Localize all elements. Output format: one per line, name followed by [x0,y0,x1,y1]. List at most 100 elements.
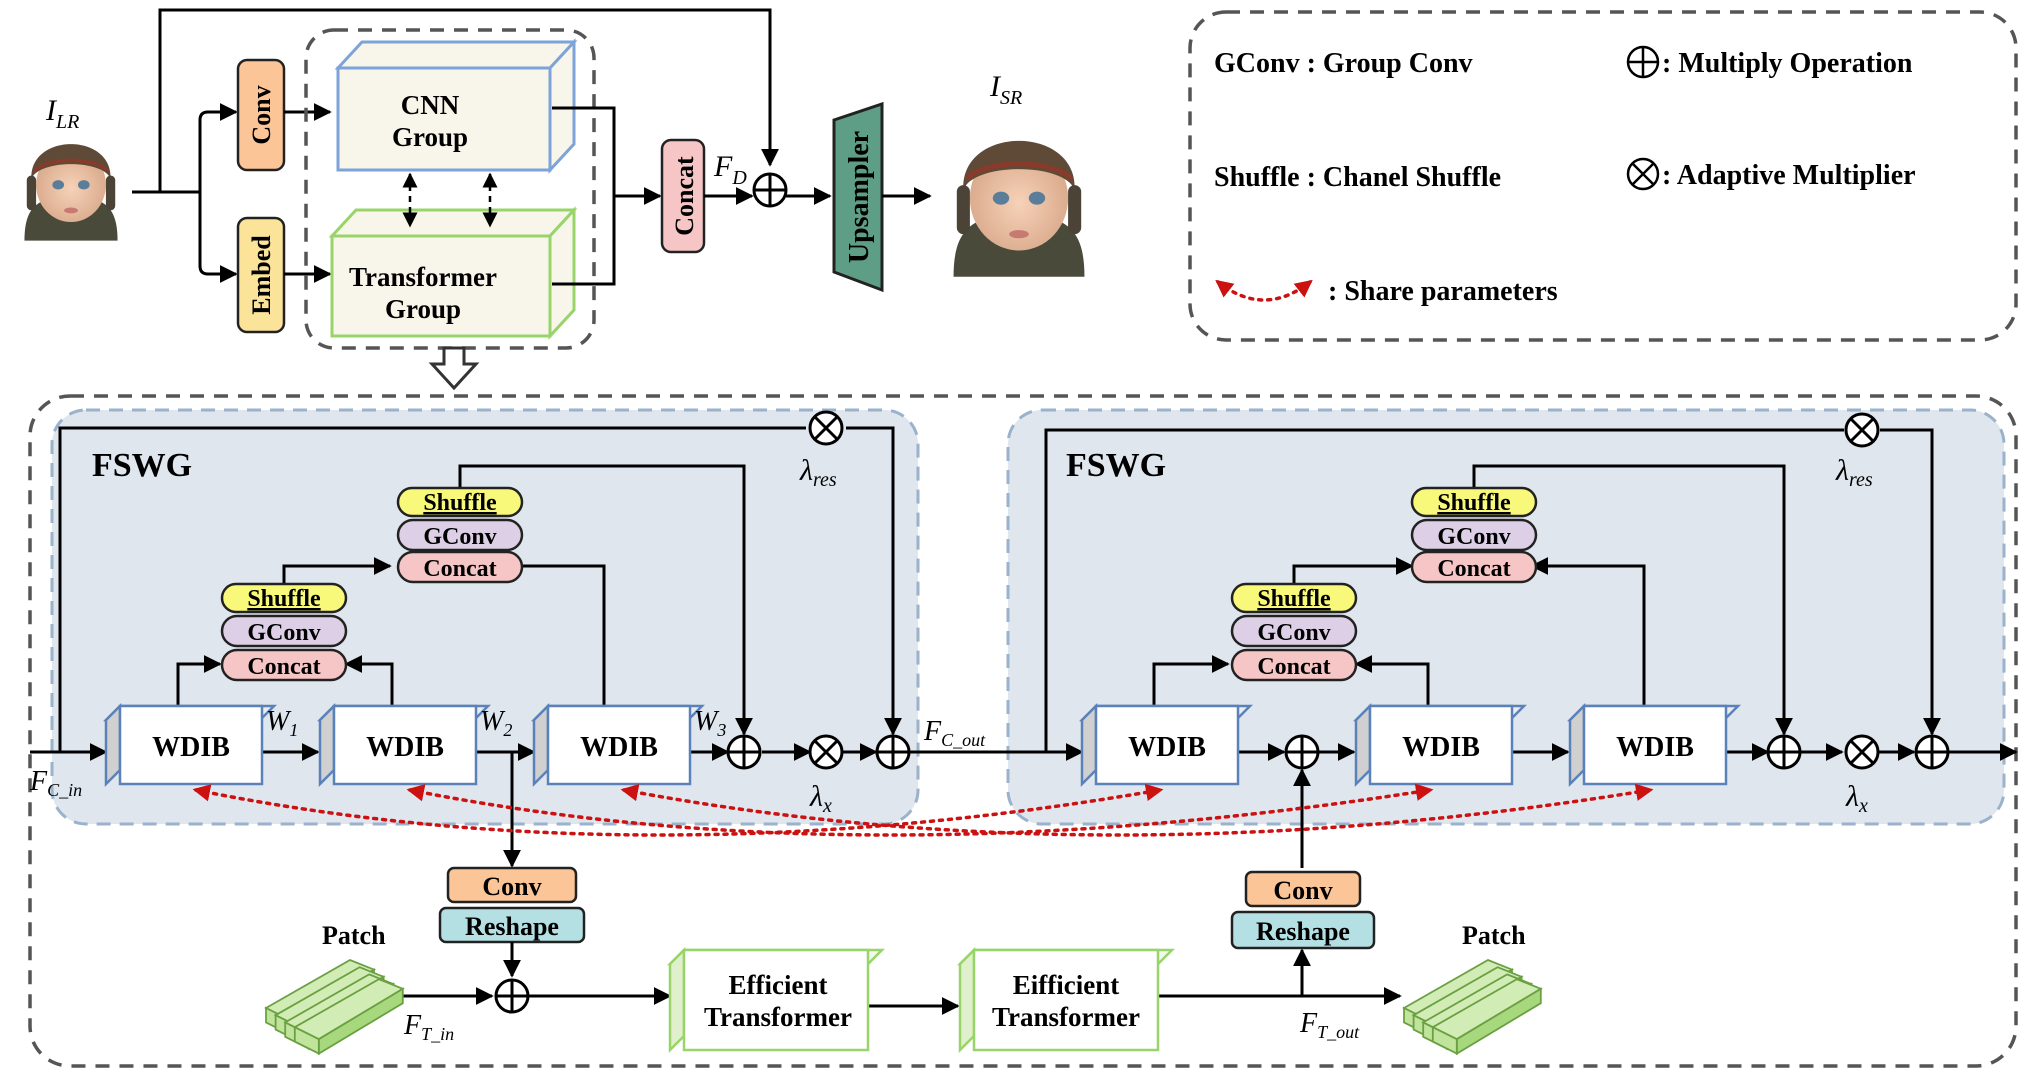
right-reshape-block: Reshape [1230,910,1376,950]
svg-text:Efficient: Efficient [729,970,828,1000]
left-add-node-1 [726,734,762,770]
svg-text:Shuffle: Shuffle [1257,586,1331,612]
right-add-node-1 [1766,734,1802,770]
legend-adaptive: : Adaptive Multiplier [1662,160,1916,191]
left-w3: W3 [694,706,726,740]
left-lambda-res: λres [799,454,837,491]
left-stack-2: Shuffle GConv Concat [396,486,524,584]
fc-out-label: FC_out [923,716,986,750]
efficient-transformer-1: Efficient Transformer [666,946,886,1054]
right-stack-1: Shuffle GConv Concat [1230,582,1358,682]
right-wdib-1: WDIB [1078,702,1254,788]
share-parameter-links [192,783,1654,837]
right-add-node-2 [1914,734,1950,770]
svg-text:GConv: GConv [423,524,496,550]
svg-text:GConv: GConv [247,620,320,646]
left-wdib-2: WDIB [316,702,492,788]
left-conv-block: Conv [446,866,578,904]
svg-text:Shuffle: Shuffle [247,586,321,612]
fswg-right-container [1006,408,2006,826]
svg-text:WDIB: WDIB [366,732,444,763]
legend-multiply: : Multiply Operation [1662,48,1913,79]
svg-text:CNN: CNN [401,90,460,120]
legend-gconv: GConv : Group Conv [1214,48,1473,79]
legend-shuffle: Shuffle : Chanel Shuffle [1214,162,1501,193]
left-w2: W2 [480,706,512,740]
right-x-multiplier [1844,734,1880,770]
input-branch-lines [132,8,779,283]
bottom-panel [28,394,2018,1068]
right-lambda-res: λres [1835,454,1873,491]
fswg-right-title: FSWG [1066,447,1166,484]
left-reshape-block: Reshape [438,906,586,944]
ft-out-label: FT_out [1299,1008,1360,1042]
svg-text:Group: Group [392,122,468,152]
svg-text:Shuffle: Shuffle [1437,490,1511,516]
svg-text:GConv: GConv [1257,620,1330,646]
svg-text:Concat: Concat [1437,556,1510,582]
legend-share-icon [1215,279,1313,302]
lr-input-image [12,115,130,243]
legend-plus-icon [1626,45,1660,79]
left-add-node-2 [875,734,911,770]
svg-text:Transformer: Transformer [349,262,497,292]
svg-text:WDIB: WDIB [1616,732,1694,763]
svg-text:Concat: Concat [423,556,496,582]
svg-text:Concat: Concat [670,156,699,236]
svg-text:WDIB: WDIB [1402,732,1480,763]
left-stack-1: Shuffle GConv Concat [220,582,348,682]
svg-text:Reshape: Reshape [1256,917,1350,946]
embed-block: Embed [236,216,286,334]
right-add-node-0 [1284,734,1320,770]
left-wdib-1: WDIB [102,702,278,788]
svg-text:WDIB: WDIB [1128,732,1206,763]
sr-output-image [937,100,1101,280]
svg-text:Conv: Conv [1273,876,1332,905]
right-lambda-x: λx [1845,780,1868,817]
left-res-multiplier [808,410,844,446]
ft-in-label: FT_in [403,1010,454,1044]
upsampler-block: Upsampler [832,101,884,293]
svg-text:Conv: Conv [247,85,276,144]
patch-in-image [265,959,404,1055]
legend-share: : Share parameters [1328,276,1558,307]
svg-text:WDIB: WDIB [580,732,658,763]
fd-label: FD [713,150,747,189]
right-stack-2: Shuffle GConv Concat [1410,486,1538,584]
fc-in-label: FC_in [29,766,82,800]
transformer-group-block: Transformer Group [328,206,578,340]
right-res-multiplier [1844,412,1880,448]
cnn-group-block: CNN Group [334,38,578,174]
svg-text:Embed: Embed [247,235,276,315]
fswg-left-title: FSWG [92,447,192,484]
svg-text:Eifficient: Eifficient [1013,970,1119,1000]
svg-text:Transformer: Transformer [704,1002,852,1032]
legend-box [1188,10,2018,342]
sr-label: ISR [989,70,1022,109]
patch-out-image [1403,959,1542,1055]
top-add-node [752,172,788,208]
conv-block: Conv [236,58,286,172]
svg-text:GConv: GConv [1437,524,1510,550]
expand-arrow [428,346,480,391]
right-conv-block: Conv [1244,870,1362,908]
group-exchange-arrows [402,172,498,228]
legend-times-icon [1626,157,1660,191]
right-wdib-2: WDIB [1352,702,1528,788]
svg-text:Shuffle: Shuffle [423,490,497,516]
left-wdib-3: WDIB [530,702,706,788]
efficient-transformer-2: Eifficient Transformer [956,946,1176,1054]
top-concat-block: Concat [660,138,706,254]
svg-text:WDIB: WDIB [152,732,230,763]
svg-text:Concat: Concat [1257,654,1330,680]
patch-in-label: Patch [322,921,386,950]
svg-text:Reshape: Reshape [465,912,559,941]
svg-text:Concat: Concat [247,654,320,680]
svg-text:Upsampler: Upsampler [844,131,875,263]
fswg-left-container [50,408,920,826]
svg-text:Group: Group [385,294,461,324]
lr-label: ILR [45,94,79,133]
transformer-add-node [494,978,530,1014]
left-w1: W1 [266,706,298,740]
